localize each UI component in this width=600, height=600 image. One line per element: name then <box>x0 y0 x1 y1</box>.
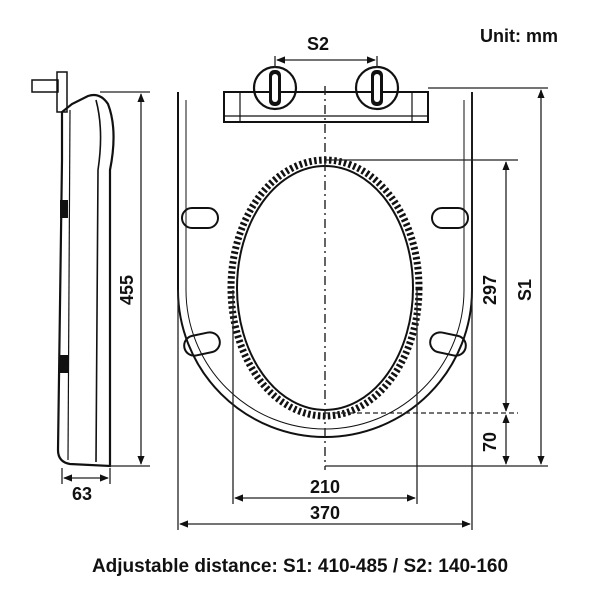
dim-label-s2: S2 <box>307 34 329 54</box>
bumper-slot-bottom-left <box>183 331 221 357</box>
dim-label-297: 297 <box>480 275 500 305</box>
bumper-bottom <box>60 355 68 373</box>
dim-label-370: 370 <box>310 503 340 523</box>
hinge-bolt <box>31 79 59 93</box>
dim-label-70: 70 <box>480 432 500 452</box>
top-view: S2 297 70 S1 210 370 <box>177 34 548 530</box>
dim-label-210: 210 <box>310 477 340 497</box>
unit-label: Unit: mm <box>480 26 558 46</box>
bumper-top <box>60 200 68 218</box>
bumper-slot-top-right <box>431 207 469 229</box>
footer-caption: Adjustable distance: S1: 410-485 / S2: 1… <box>92 556 508 577</box>
bumper-slot-bottom-right <box>429 331 467 357</box>
dim-label-63: 63 <box>72 484 92 504</box>
hinge-bar <box>223 91 429 123</box>
dim-label-455: 455 <box>117 275 137 305</box>
side-view: 455 63 <box>31 71 150 504</box>
bumper-slot-top-left <box>181 207 219 229</box>
seat-profile <box>56 93 115 468</box>
dim-label-s1: S1 <box>515 279 535 301</box>
